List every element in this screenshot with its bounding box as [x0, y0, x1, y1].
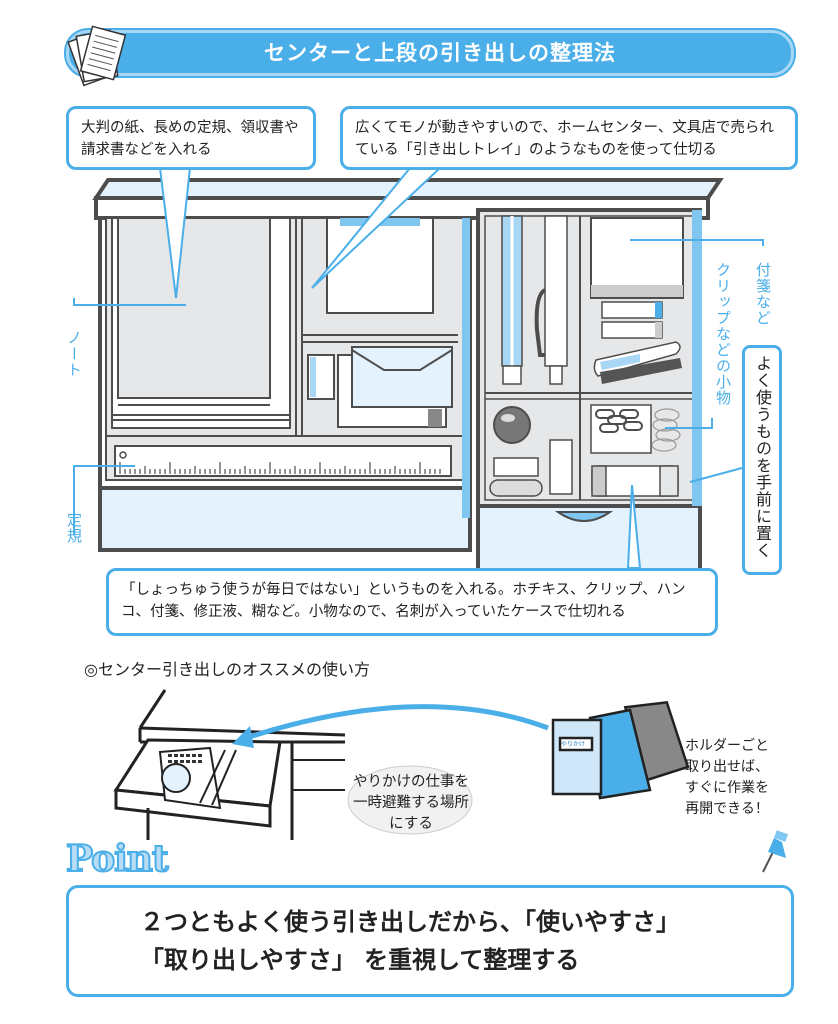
- folder-label: やりかけ: [561, 741, 586, 748]
- curved-arrow: [239, 704, 549, 743]
- folder-caption-line: 取り出せば、: [685, 759, 769, 775]
- ruler-ticks: [119, 462, 441, 474]
- label-ruler: 定規: [65, 512, 83, 544]
- drawer-paper-grid: [168, 754, 202, 763]
- arrow-head: [232, 726, 254, 748]
- folders-icon: [551, 700, 690, 800]
- point-text: ２つともよく使う引き出しだから、「使いやすさ」 「取り出しやすさ」 を重視して整…: [140, 903, 760, 979]
- nest-caption-line: やりかけの仕事を: [353, 774, 469, 790]
- recommendation-heading: ◎センター引き出しのオススメの使い方: [84, 660, 370, 679]
- pushpin-icon: [762, 830, 789, 873]
- callout-small-items: 「しょっちゅう使うが毎日ではない」というものを入れる。ホチキス、クリップ、ハンコ…: [106, 568, 718, 636]
- nest-scribble: [347, 765, 473, 835]
- point-line: ２つともよく使う引き出しだから、「使いやすさ」: [140, 908, 680, 936]
- page-title: センターと上段の引き出しの整理法: [264, 41, 616, 65]
- folder-caption-line: すぐに作業を: [685, 780, 769, 796]
- nest-caption: やりかけの仕事を 一時避難する場所 にする: [346, 772, 476, 835]
- point-box: [66, 885, 794, 997]
- point-line: 「取り出しやすさ」 を重視して整理する: [140, 946, 580, 974]
- callout-frequent-front-box: [742, 345, 782, 575]
- desk-illustration: [92, 178, 724, 574]
- callout-frequent-front: よく使うものを手前に置く: [753, 355, 772, 559]
- nest-caption-line: にする: [389, 816, 433, 832]
- label-notebook: ノート: [65, 330, 83, 378]
- label-small-items: クリップなどの小物: [714, 262, 732, 406]
- callout-tray-divider: 広くてモノが動きやすいので、ホームセンター、文具店で売られている「引き出しトレイ…: [340, 106, 798, 170]
- folder-caption: ホルダーごと 取り出せば、 すぐに作業を 再開できる！: [672, 736, 782, 820]
- nest-caption-line: 一時避難する場所: [353, 795, 469, 811]
- point-logo: Point: [65, 837, 170, 881]
- papers-icon: [67, 25, 127, 87]
- center-drawer-illustration: [113, 689, 346, 840]
- folder-caption-line: 再開できる！: [685, 801, 769, 817]
- folder-caption-line: ホルダーごと: [685, 738, 769, 754]
- callout-large-paper: 大判の紙、長めの定規、領収書や請求書などを入れる: [66, 106, 316, 170]
- label-sticky-notes: 付箋など: [754, 262, 772, 326]
- title-banner: [66, 30, 794, 76]
- leader-lines: [73, 239, 764, 535]
